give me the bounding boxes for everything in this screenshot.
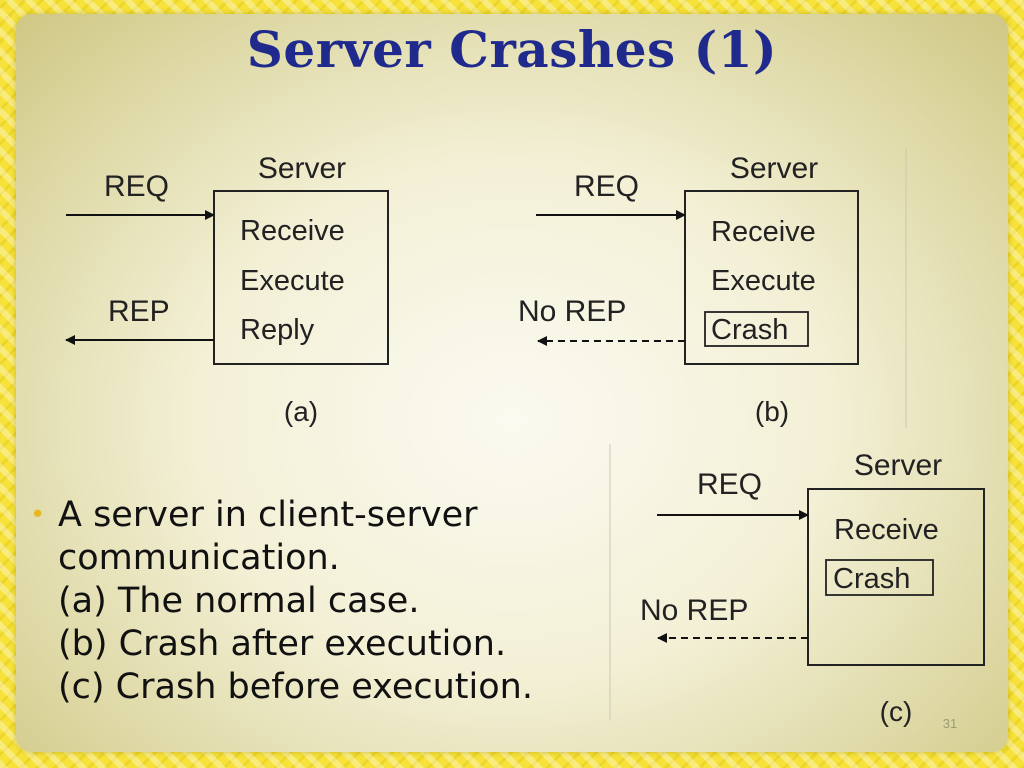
server-step-crash: Crash (833, 563, 910, 595)
req-label: REQ (697, 468, 762, 501)
server-step-crash: Crash (711, 314, 788, 346)
server-label: Server (854, 449, 942, 482)
crash-highlight-box (825, 559, 934, 596)
server-box (213, 190, 389, 365)
req-label: REQ (574, 170, 639, 203)
diagram-b: Server Receive Execute Crash REQ No REP … (518, 152, 859, 427)
server-step-execute: Execute (240, 265, 345, 297)
no-rep-label: No REP (640, 594, 748, 627)
crash-highlight-box (704, 311, 809, 347)
bullet-text: A server in client-server communication.… (58, 494, 628, 709)
diagram-caption: (c) (880, 696, 913, 727)
server-box (684, 190, 859, 365)
server-label: Server (730, 152, 818, 185)
no-rep-label: No REP (518, 295, 626, 328)
bullet-line: (a) The normal case. (58, 581, 420, 621)
bullet-marker: • (30, 500, 46, 530)
bullet-line: communication. (58, 538, 340, 578)
server-step-receive: Receive (240, 215, 345, 247)
diagram-caption: (b) (755, 396, 789, 427)
server-step-receive: Receive (834, 514, 939, 546)
bullet-line: (b) Crash after execution. (58, 624, 507, 664)
bullet-line: A server in client-server (58, 495, 478, 535)
page-number: 31 (942, 716, 958, 731)
diagram-c: Server Receive Crash REQ No REP (c) (640, 449, 985, 727)
req-label: REQ (104, 170, 169, 203)
diagram-caption: (a) (284, 396, 318, 427)
server-label: Server (258, 152, 346, 185)
server-step-execute: Execute (711, 265, 816, 297)
slide-title: Server Crashes (1) (246, 20, 778, 79)
rep-label: REP (108, 295, 170, 328)
server-step-reply: Reply (240, 314, 315, 346)
slide-panel (16, 14, 1008, 752)
server-step-receive: Receive (711, 216, 816, 248)
server-box (807, 488, 985, 666)
bullet-line: (c) Crash before execution. (58, 667, 533, 707)
diagram-a: Server Receive Execute Reply REQ REP (a) (65, 152, 389, 427)
